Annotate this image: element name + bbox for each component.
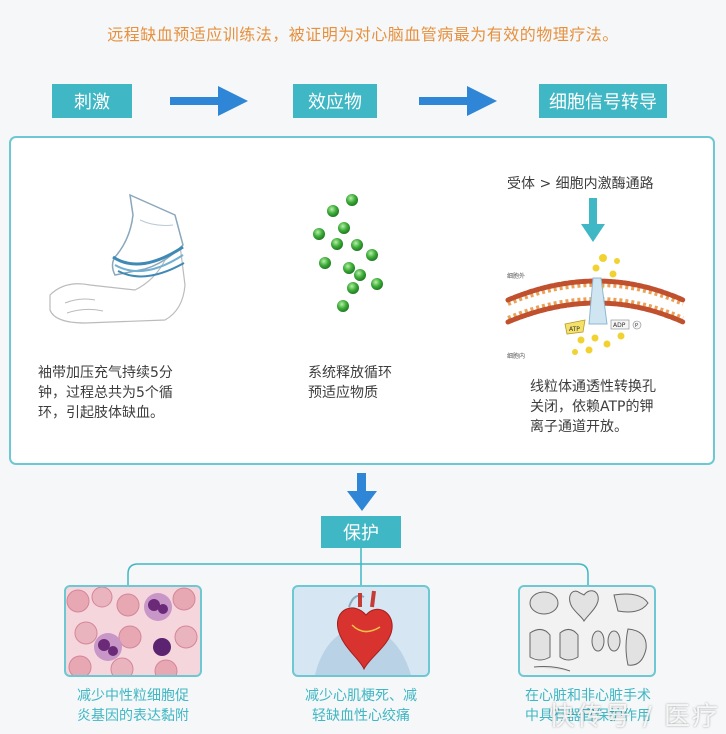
organs-thumbnail [518, 585, 656, 677]
right-arrow-icon [170, 86, 248, 116]
down-arrow-icon [347, 473, 377, 511]
adp-badge: ADP P [610, 319, 642, 330]
svg-text:P: P [635, 323, 638, 329]
watermark: 快传号 / 医疗 [548, 702, 720, 732]
heart-thumbnail [292, 585, 430, 677]
outcome-organ-protection: 在心脏和非心脏手术 中具有器官保护作用 [525, 688, 651, 724]
headline: 远程缺血预适应训练法，被证明为对心脑血管病最为有效的物理疗法。 [107, 25, 619, 44]
stimulus-description: 袖带加压充气持续5分 钟，过程总共为5个循 环，引起肢体缺血。 [38, 365, 173, 421]
atp-badge: ATP [564, 319, 586, 335]
arm-cuff-illustration [49, 193, 186, 324]
effector-molecules-illustration [313, 194, 383, 312]
signal-description: 线粒体通透性转换孔 关闭，依赖ATP的钾 离子通道开放。 [530, 379, 656, 435]
effector-description: 系统释放循环 预适应物质 [308, 365, 392, 401]
right-arrow-icon [419, 86, 497, 116]
branch-connector [127, 548, 589, 585]
step-signal-transduction: 细胞信号转导 [539, 84, 667, 118]
neutrophil-thumbnail [64, 585, 202, 677]
receptor-pathway-label: 受体 > 细胞内激酶通路 [507, 176, 654, 192]
membrane-outside-label: 细胞外 [507, 272, 525, 280]
membrane-inside-label: 细胞内 [507, 352, 525, 360]
outcome-neutrophil: 减少中性粒细胞促 炎基因的表达黏附 [77, 688, 189, 724]
outcome-myocardial: 减少心肌梗死、减 轻缺血性心绞痛 [305, 688, 417, 724]
step-effector: 效应物 [293, 84, 377, 118]
svg-text:ATP: ATP [569, 326, 580, 333]
cell-membrane-illustration: 细胞外 细胞内 ATP ADP P [505, 198, 686, 360]
svg-text:ADP: ADP [613, 322, 626, 329]
protect-label: 保护 [321, 516, 401, 548]
step-stimulus: 刺激 [52, 84, 132, 118]
